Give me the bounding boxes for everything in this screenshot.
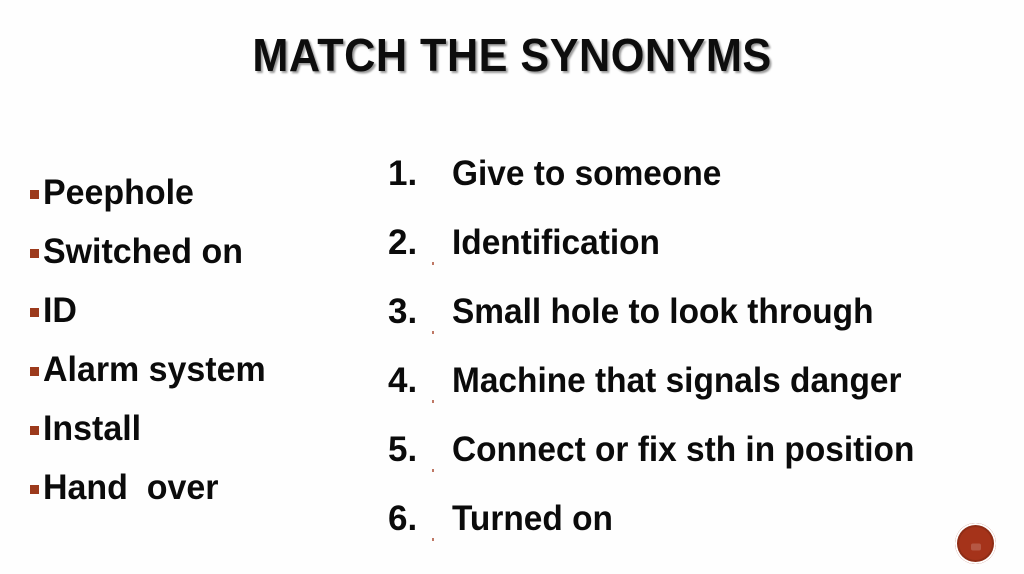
list-item-number: 5. — [388, 415, 452, 484]
list-item-label: Switched on — [43, 232, 243, 271]
list-item[interactable]: Peephole — [30, 163, 375, 222]
list-item-label: Turned on — [452, 499, 613, 538]
list-item-label: ID — [43, 291, 77, 330]
square-bullet-icon — [30, 426, 39, 435]
list-item[interactable]: 6. Turned on — [388, 484, 1024, 553]
synonym-word-list: Peephole Switched on ID Alarm system Ins… — [30, 163, 375, 517]
list-item-label: Small hole to look through — [452, 292, 874, 331]
list-item-label: Install — [43, 409, 142, 448]
synonym-definition-list: 1. Give to someone 2. Identification 3. … — [388, 139, 1024, 553]
list-item[interactable]: ID — [30, 281, 375, 340]
square-bullet-icon — [30, 249, 39, 258]
page-title: MATCH THE SYNONYMS — [252, 29, 772, 81]
list-item-label: Connect or fix sth in position — [452, 430, 915, 469]
list-item[interactable]: Install — [30, 399, 375, 458]
list-item[interactable]: 1. Give to someone — [388, 139, 1024, 208]
list-item-label: Give to someone — [452, 154, 722, 193]
list-item[interactable]: Switched on — [30, 222, 375, 281]
residual-bullet-dot-icon — [432, 331, 434, 334]
list-item[interactable]: 4. Machine that signals danger — [388, 346, 1024, 415]
list-item-label: Peephole — [43, 173, 194, 212]
residual-bullet-dot-icon — [432, 469, 434, 472]
residual-bullet-dot-icon — [432, 538, 434, 541]
residual-bullet-dot-icon — [432, 262, 434, 265]
residual-bullet-dot-icon — [432, 400, 434, 403]
list-item-label: Identification — [452, 223, 660, 262]
list-item[interactable]: 3. Small hole to look through — [388, 277, 1024, 346]
list-item[interactable]: 5. Connect or fix sth in position — [388, 415, 1024, 484]
list-item-number: 6. — [388, 484, 452, 553]
square-bullet-icon — [30, 485, 39, 494]
square-bullet-icon — [30, 367, 39, 376]
list-item[interactable]: 2. Identification — [388, 208, 1024, 277]
list-item-number: 3. — [388, 277, 452, 346]
list-item[interactable]: Hand over — [30, 458, 375, 517]
square-bullet-icon — [30, 308, 39, 317]
list-item-number: 4. — [388, 346, 452, 415]
square-bullet-icon — [30, 190, 39, 199]
list-item-label: Alarm system — [43, 350, 266, 389]
list-item-number: 1. — [388, 154, 418, 193]
seal-badge-icon — [955, 523, 996, 564]
list-item-number: 2. — [388, 208, 452, 277]
list-item-label: Machine that signals danger — [452, 361, 902, 400]
list-item-label: Hand over — [43, 468, 219, 507]
list-item[interactable]: Alarm system — [30, 340, 375, 399]
